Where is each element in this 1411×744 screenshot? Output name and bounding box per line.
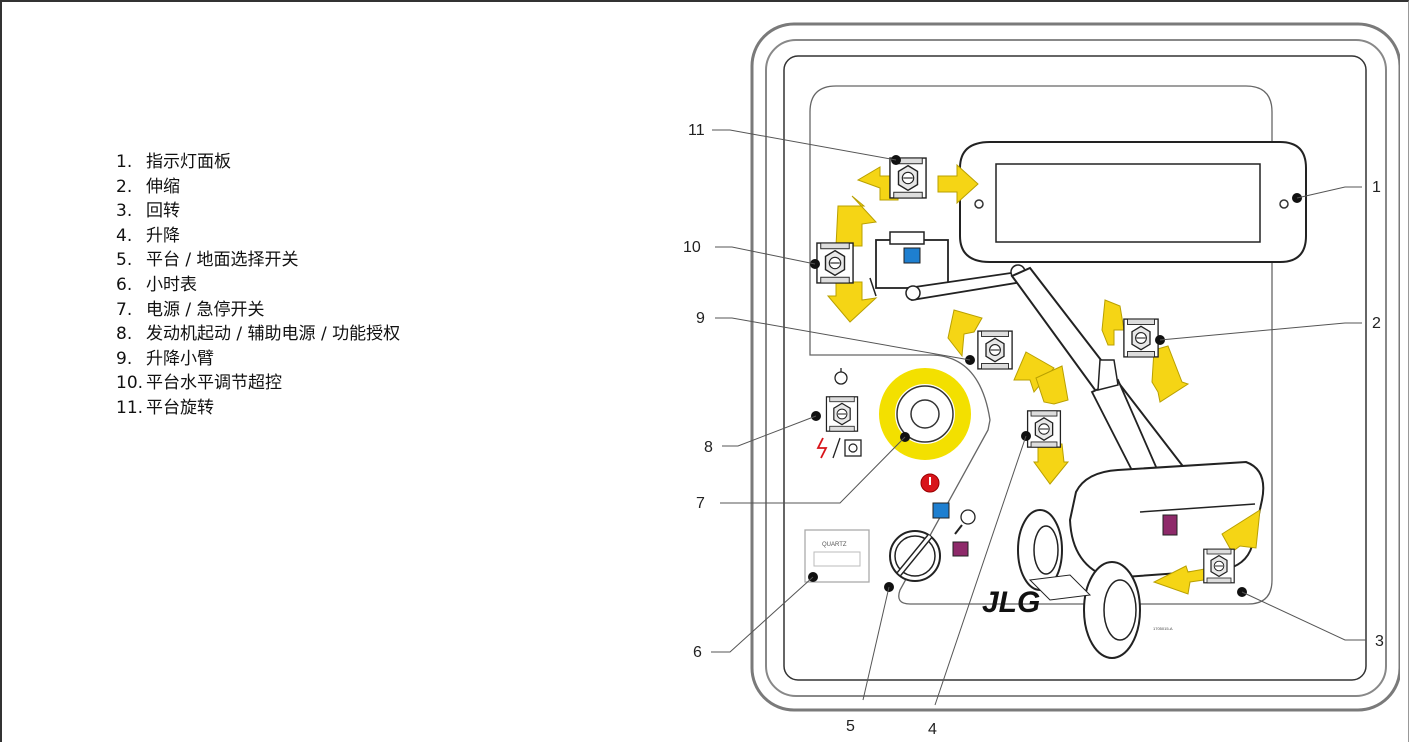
legend-number: 10. xyxy=(116,373,144,394)
legend-label: 平台 / 地面选择开关 xyxy=(146,250,299,271)
callout-11: 11 xyxy=(688,122,705,139)
legend-label: 小时表 xyxy=(146,274,197,295)
callout-5: 5 xyxy=(846,718,855,735)
telescope-switch[interactable] xyxy=(1123,318,1159,358)
callout-2: 2 xyxy=(1372,315,1381,332)
arrow-platform-rotate xyxy=(856,163,979,205)
platform-ground-selector[interactable] xyxy=(889,502,976,582)
callout-3: 3 xyxy=(1375,633,1384,650)
callout-10: 10 xyxy=(683,239,701,256)
panel-inner-frame xyxy=(765,39,1387,697)
legend-number: 2. xyxy=(116,176,133,197)
leader-lines xyxy=(711,129,1366,706)
control-panel-diagram: QUARTZ JLG 1705015-A 1 2 3 4 5 6 7 8 xyxy=(683,22,1400,738)
panel-face xyxy=(783,55,1367,681)
part-number: 1705015-A xyxy=(1153,626,1173,631)
legend-item: 1. 指示灯面板 xyxy=(116,150,400,175)
emergency-stop-switch[interactable] xyxy=(879,368,971,493)
arrow-jib-lift xyxy=(947,309,1055,394)
panel-decal-outline xyxy=(809,85,1273,605)
legend-number: 1. xyxy=(116,152,133,172)
legend-label: 升降 xyxy=(146,225,180,246)
legend-list: 1. 指示灯面板 2. 伸缩 3. 回转 4. 升降 5. 平台 / 地面选择开关 6. 小… xyxy=(116,150,400,421)
callout-6: 6 xyxy=(693,644,702,661)
callout-9: 9 xyxy=(696,310,705,327)
jlg-logo: JLG xyxy=(982,586,1040,619)
callout-1: 1 xyxy=(1372,179,1381,196)
lift-switch[interactable] xyxy=(1026,410,1062,448)
hour-meter-label: QUARTZ xyxy=(822,542,847,548)
arrow-telescope xyxy=(1101,299,1190,403)
jib-lift-switch[interactable] xyxy=(977,330,1013,370)
legend-item: 3. 回转 xyxy=(116,199,400,224)
legend-label: 升降小臂 xyxy=(146,348,214,369)
engine-start-switch[interactable] xyxy=(825,396,859,432)
legend-item: 4. 升降 xyxy=(116,224,400,249)
legend-item: 11.平台旋转 xyxy=(116,396,400,421)
boom-lift-illustration xyxy=(869,231,1265,659)
callout-4: 4 xyxy=(928,721,937,738)
callout-7: 7 xyxy=(696,495,705,512)
swing-switch[interactable] xyxy=(1203,548,1235,584)
legend-number: 11. xyxy=(116,397,144,418)
legend-label: 指示灯面板 xyxy=(146,152,231,172)
legend-item: 2. 伸缩 xyxy=(116,175,400,200)
engine-start-symbols xyxy=(816,368,862,459)
legend-item: 6. 小时表 xyxy=(116,273,400,298)
legend-label: 平台旋转 xyxy=(146,397,214,418)
legend-number: 6. xyxy=(116,274,133,295)
legend-label: 回转 xyxy=(146,201,180,222)
legend-item: 5. 平台 / 地面选择开关 xyxy=(116,248,400,273)
legend-label: 伸缩 xyxy=(146,176,180,197)
legend-number: 4. xyxy=(116,225,133,246)
platform-level-override-switch[interactable] xyxy=(816,242,854,284)
panel-outer-frame xyxy=(750,22,1400,712)
legend-item: 10.平台水平调节超控 xyxy=(116,371,400,396)
legend-label: 平台水平调节超控 xyxy=(146,373,282,394)
legend-label: 电源 / 急停开关 xyxy=(146,299,265,320)
legend-number: 5. xyxy=(116,250,133,271)
legend-item: 7. 电源 / 急停开关 xyxy=(116,298,400,323)
legend-item: 9. 升降小臂 xyxy=(116,347,400,372)
indicator-light-panel xyxy=(959,141,1307,263)
legend-label: 发动机起动 / 辅助电源 / 功能授权 xyxy=(146,324,401,345)
arrow-lift xyxy=(1033,365,1070,485)
legend-item: 8. 发动机起动 / 辅助电源 / 功能授权 xyxy=(116,322,400,347)
legend-number: 9. xyxy=(116,348,133,369)
callout-8: 8 xyxy=(704,439,713,456)
legend-number: 8. xyxy=(116,324,133,345)
platform-indicator-square xyxy=(903,247,921,264)
legend-number: 3. xyxy=(116,201,133,222)
ground-indicator-square xyxy=(1162,514,1178,536)
legend-number: 7. xyxy=(116,299,133,320)
